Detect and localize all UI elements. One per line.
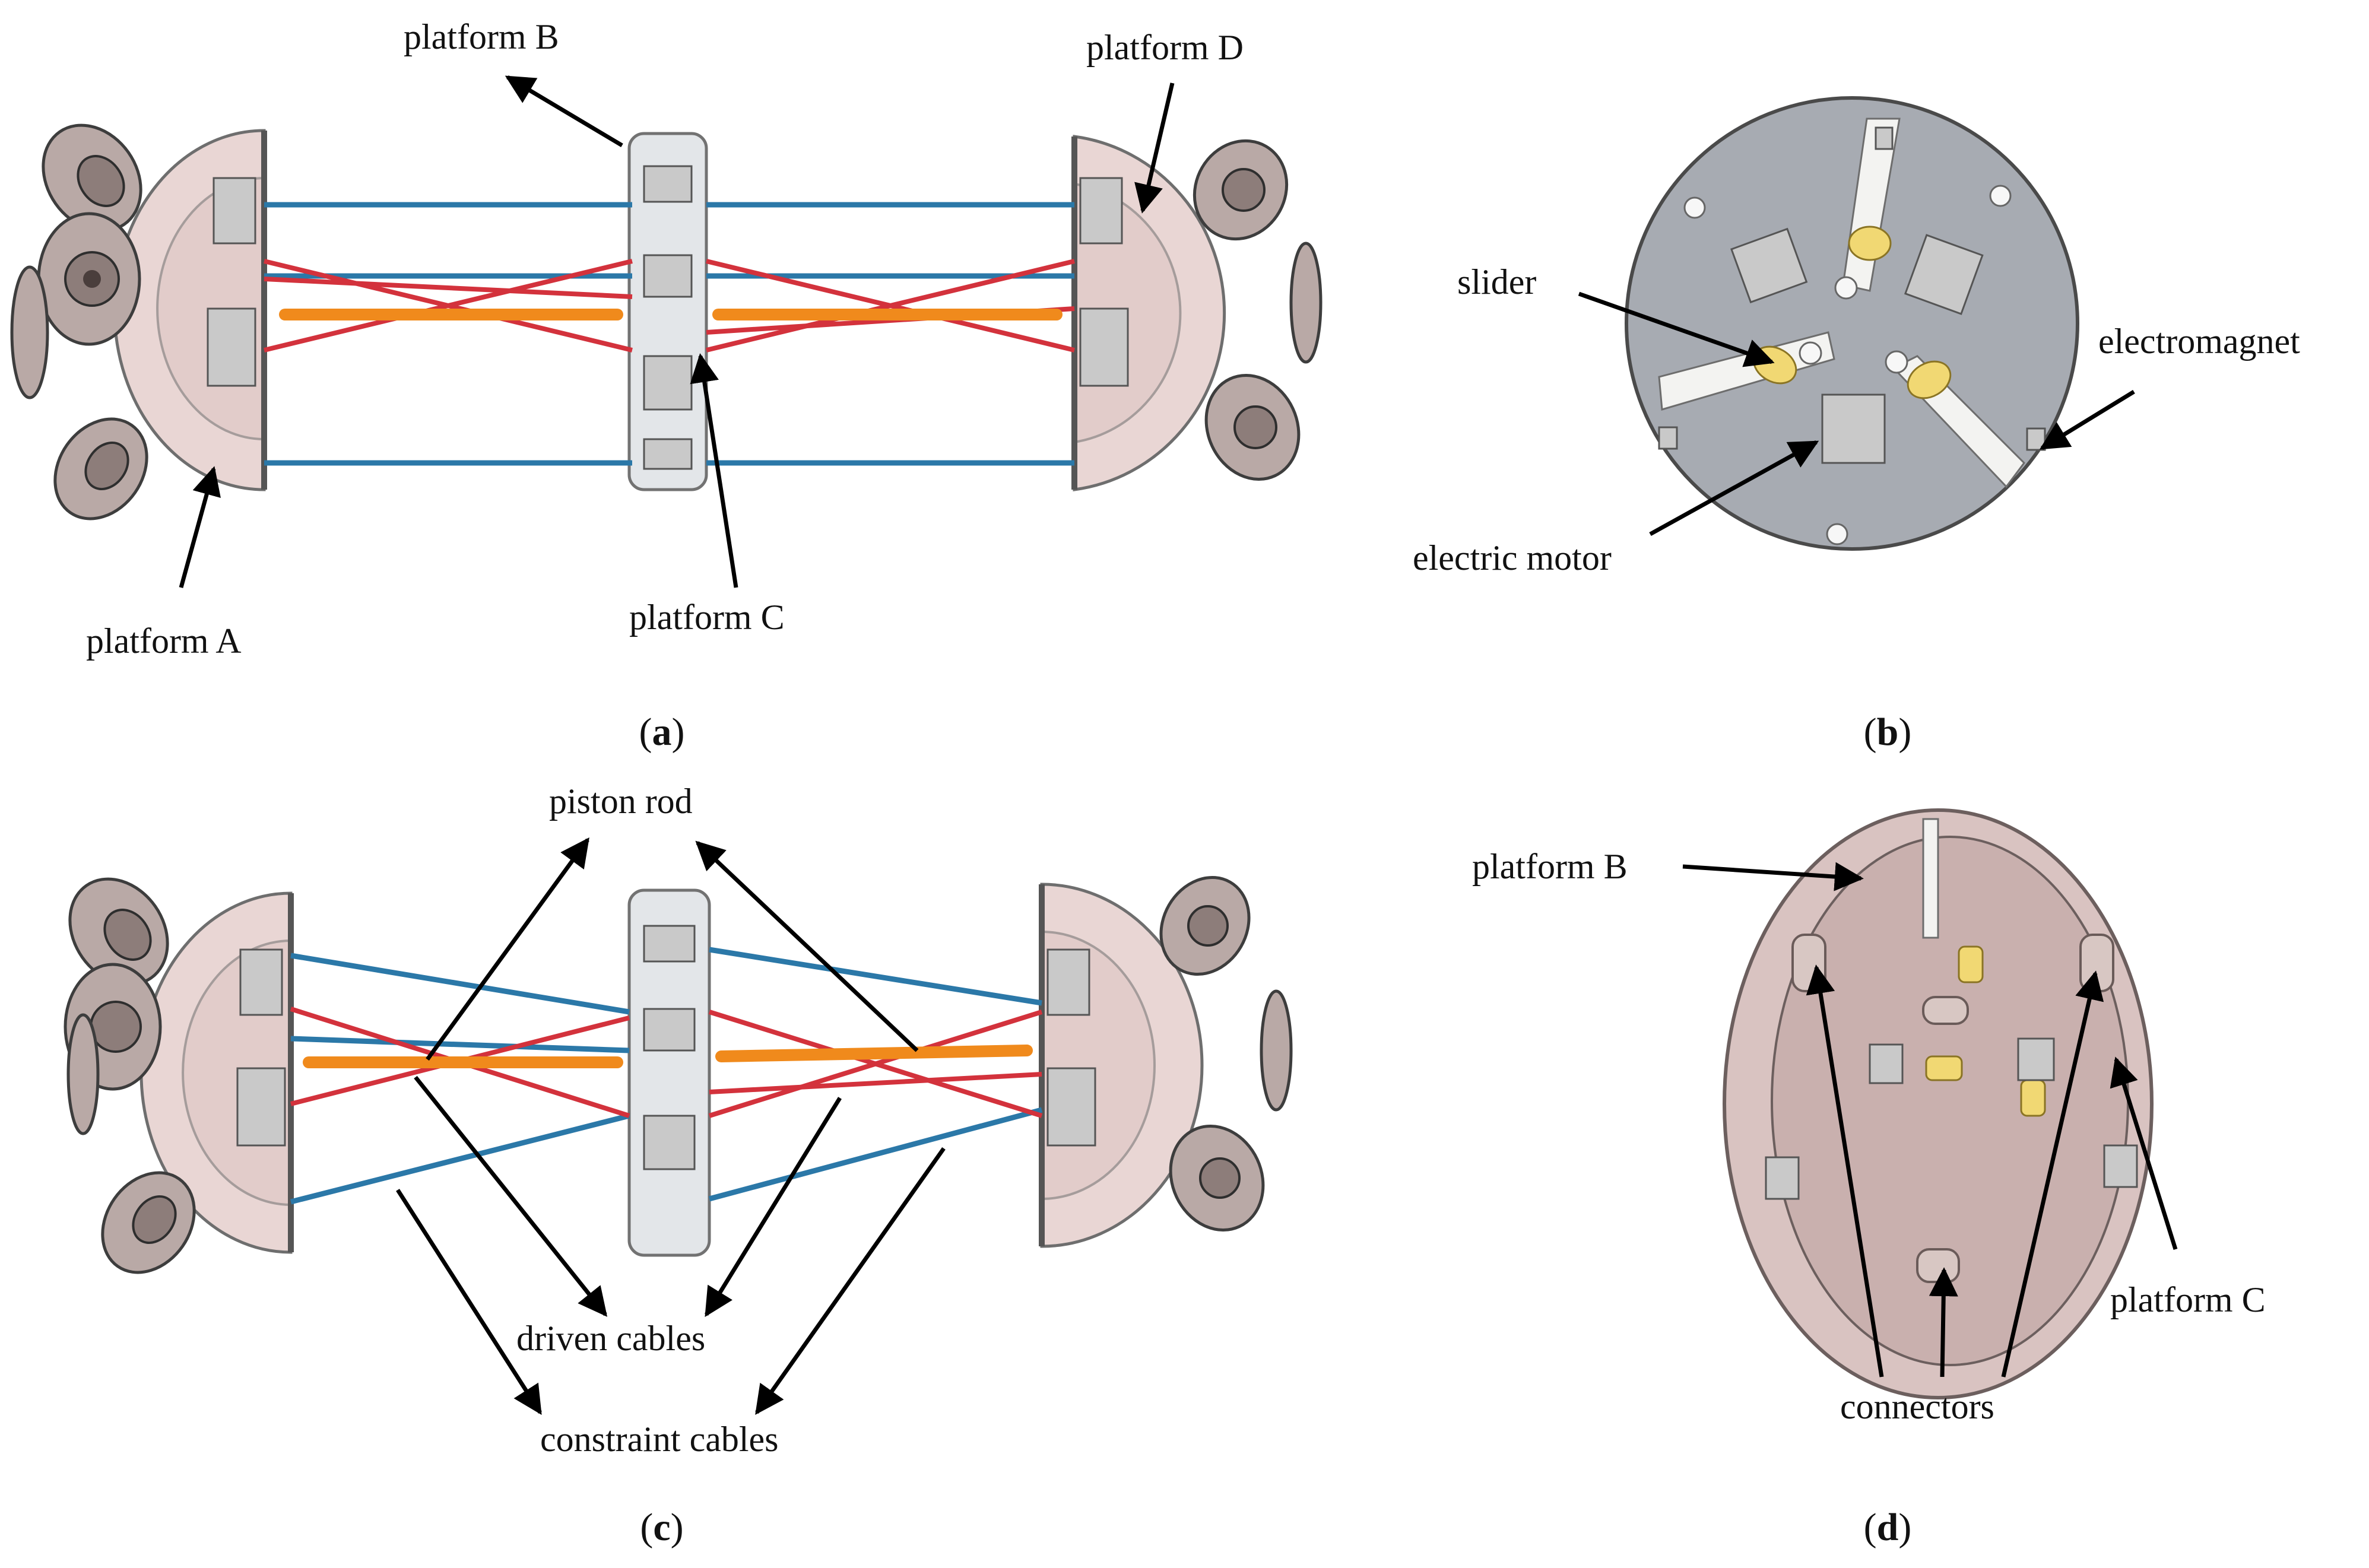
suction-cup-icon bbox=[42, 123, 142, 233]
connector-icon bbox=[1791, 934, 2114, 1283]
label-electric-motor: electric motor bbox=[1413, 538, 1612, 577]
label-slider: slider bbox=[1457, 262, 1536, 301]
suction-cup-icon bbox=[53, 417, 148, 520]
label-platform-b-d: platform B bbox=[1472, 847, 1628, 886]
suction-cup-icon bbox=[1289, 242, 1323, 364]
panel-d: platform B platform C connectors (d) bbox=[1472, 808, 2266, 1549]
label-platform-c-d: platform C bbox=[2110, 1280, 2266, 1319]
caption-d: (d) bbox=[1864, 1506, 1912, 1549]
suction-cup-icon bbox=[10, 265, 49, 399]
label-electromagnet: electromagnet bbox=[2098, 322, 2300, 361]
suction-cup-icon bbox=[1204, 373, 1301, 481]
label-arrows-a bbox=[179, 75, 1175, 588]
panel-a: platform B platform D platform A platfor… bbox=[10, 17, 1323, 754]
label-connectors: connectors bbox=[1840, 1387, 1994, 1426]
suction-cup-icon bbox=[1260, 989, 1293, 1112]
label-platform-b: platform B bbox=[404, 17, 559, 56]
cables-c bbox=[290, 947, 1043, 1205]
panel-c: piston rod driven cables constraint cabl… bbox=[64, 782, 1293, 1549]
platform-bc-drawing bbox=[1723, 808, 2154, 1399]
suction-cup-icon bbox=[1159, 875, 1251, 976]
label-driven-cables: driven cables bbox=[516, 1319, 705, 1358]
suction-cup-icon bbox=[37, 212, 141, 346]
suction-cup-icon bbox=[1193, 139, 1289, 241]
platform-a-drawing-c bbox=[64, 877, 294, 1274]
platform-a-drawing bbox=[10, 123, 267, 520]
base-plate-drawing bbox=[1625, 96, 2079, 551]
label-platform-c: platform C bbox=[629, 598, 785, 637]
label-platform-d: platform D bbox=[1086, 28, 1244, 67]
label-constraint-cables: constraint cables bbox=[540, 1420, 779, 1459]
label-arrows-b bbox=[1578, 291, 2135, 537]
caption-b: (b) bbox=[1864, 710, 1912, 754]
suction-cup-icon bbox=[1169, 1124, 1265, 1232]
suction-cup-icon bbox=[66, 1013, 100, 1135]
label-platform-a: platform A bbox=[86, 621, 242, 661]
platform-d-drawing bbox=[1071, 135, 1323, 491]
label-arrows-c bbox=[396, 837, 946, 1415]
suction-cup-icon bbox=[68, 877, 169, 986]
caption-c: (c) bbox=[640, 1506, 683, 1549]
platform-b-drawing-c bbox=[627, 888, 711, 1257]
platform-b-drawing bbox=[627, 132, 708, 491]
suction-cup-icon bbox=[101, 1171, 196, 1274]
caption-a: (a) bbox=[639, 710, 685, 754]
cables-a bbox=[264, 202, 1075, 466]
platform-d-drawing-c bbox=[1039, 875, 1293, 1248]
panel-b: slider electromagnet electric motor (b) bbox=[1413, 96, 2300, 754]
label-arrows-d bbox=[1682, 862, 2178, 1377]
label-piston-rod: piston rod bbox=[549, 782, 693, 821]
